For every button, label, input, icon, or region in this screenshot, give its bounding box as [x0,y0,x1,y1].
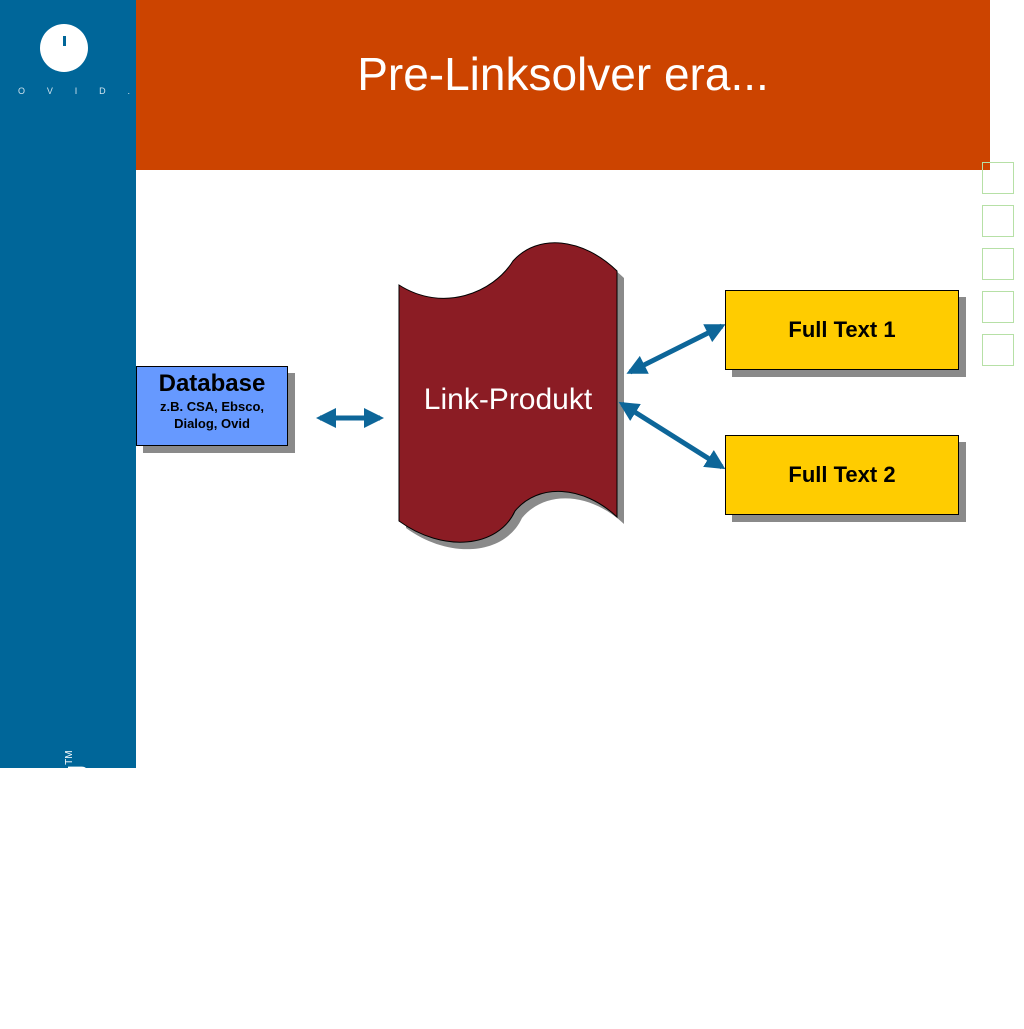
tagline: energize your thinkingTM [50,750,93,1029]
decorative-square [982,205,1014,237]
logo-letter: O [18,86,26,96]
fulltext-2-label: Full Text 2 [788,462,896,487]
decorative-square [982,291,1014,323]
database-title: Database [158,370,266,397]
logo-letter: I [74,86,78,96]
diagram-canvas [316,242,726,550]
link-fulltext1-arrow [626,323,726,375]
decorative-square [982,248,1014,280]
tagline-text: energize your thinking [58,764,88,1029]
logo-letter: . [127,86,130,96]
link-product-shape [398,242,618,543]
link-product-label: Link-Produkt [423,383,593,416]
logo-letter: D [99,86,106,96]
decorative-square [982,334,1014,366]
decorative-square [982,162,1014,194]
fulltext-1-label: Full Text 1 [788,317,896,342]
logo-letter: V [46,86,53,96]
fulltext-1-node: Full Text 1 [725,290,959,370]
ovid-logo-icon [40,24,88,72]
fulltext-2-node: Full Text 2 [725,435,959,515]
logo-wordmark: O V I D . [18,86,130,96]
sidebar: O V I D . energize your thinkingTM [0,0,136,1029]
link-fulltext2-arrow [618,401,726,470]
logo-notch [63,36,66,46]
slide-title: Pre-Linksolver era... [357,48,769,100]
title-banner: Pre-Linksolver era... [136,0,990,170]
database-subtitle: z.B. CSA, Ebsco, Dialog, Ovid [159,399,265,431]
database-node: Database z.B. CSA, Ebsco, Dialog, Ovid [136,366,288,446]
